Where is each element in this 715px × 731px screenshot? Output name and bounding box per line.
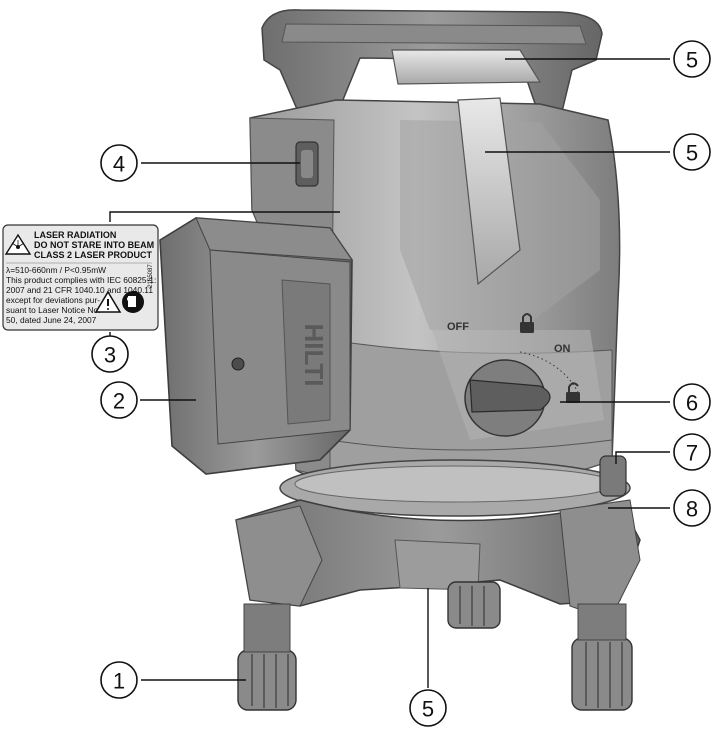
- lock-open-icon: [566, 382, 580, 403]
- foot-left: [237, 603, 297, 711]
- callout-number: 3: [104, 343, 116, 368]
- callout-number: 2: [113, 389, 125, 414]
- label-code: 2165087: [148, 264, 154, 288]
- callout-number: 6: [686, 391, 698, 416]
- leveling-feet: [237, 581, 633, 711]
- side-button: [295, 141, 319, 187]
- callout-7: 7: [673, 433, 711, 471]
- brand-logo: HILTI: [299, 323, 329, 386]
- leader-label-3: [109, 211, 340, 222]
- callout-5-mid: 5: [673, 133, 711, 171]
- base-ring: [279, 455, 631, 521]
- callout-number: 7: [686, 441, 698, 466]
- read-manual-icon: [122, 291, 144, 313]
- callout-number: 5: [686, 48, 698, 73]
- callout-2: 2: [100, 381, 138, 419]
- battery-pack: HILTI: [159, 217, 353, 475]
- lock-closed-icon: [520, 313, 534, 333]
- callout-number: 5: [422, 697, 434, 722]
- lock-switch: OFF ON: [447, 313, 580, 437]
- callout-4: 4: [100, 144, 138, 182]
- callout-1: 1: [100, 661, 138, 699]
- label-body-6: 50, dated June 24, 2007: [6, 315, 97, 325]
- battery-release-screw: [231, 357, 245, 371]
- callout-5-bottom: 5: [409, 689, 447, 727]
- laser-hazard-icon: [4, 233, 32, 255]
- laser-warning-label: LASER RADIATION DO NOT STARE INTO BEAM C…: [2, 224, 159, 331]
- leader-7: [615, 451, 670, 464]
- top-handle: [261, 9, 603, 121]
- callout-number: 1: [113, 669, 125, 694]
- label-body-2: This product complies with IEC 60825-1:: [6, 275, 156, 285]
- foot-right: [571, 603, 633, 711]
- callout-number: 5: [686, 141, 698, 166]
- label-body-5: suant to Laser Notice No.: [6, 305, 101, 315]
- callout-8: 8: [673, 489, 711, 527]
- label-heading-2: DO NOT STARE INTO BEAM: [34, 240, 154, 250]
- top-laser-window: [391, 49, 542, 85]
- side-laser-window: [457, 97, 521, 286]
- label-body-1: λ=510-660nm / P<0.95mW: [6, 265, 106, 275]
- label-body-3: 2007 and 21 CFR 1040.10 and 1040.11: [6, 285, 153, 295]
- tripod-base: [235, 499, 641, 621]
- callout-number: 4: [113, 152, 125, 177]
- label-heading-1: LASER RADIATION: [34, 230, 116, 240]
- foot-rear: [447, 581, 501, 629]
- switch-off-label: OFF: [447, 321, 469, 333]
- callout-6: 6: [673, 383, 711, 421]
- leader-lines: [109, 58, 670, 688]
- switch-on-label: ON: [554, 343, 571, 355]
- label-body-4: except for deviations pur-: [6, 295, 100, 305]
- callout-3: 3: [91, 335, 129, 373]
- callout-5-top: 5: [673, 40, 711, 78]
- caution-triangle-icon: [94, 290, 122, 313]
- label-heading-3: CLASS 2 LASER PRODUCT: [34, 250, 153, 260]
- callout-number: 8: [686, 497, 698, 522]
- fine-adjust-knob: [599, 455, 627, 497]
